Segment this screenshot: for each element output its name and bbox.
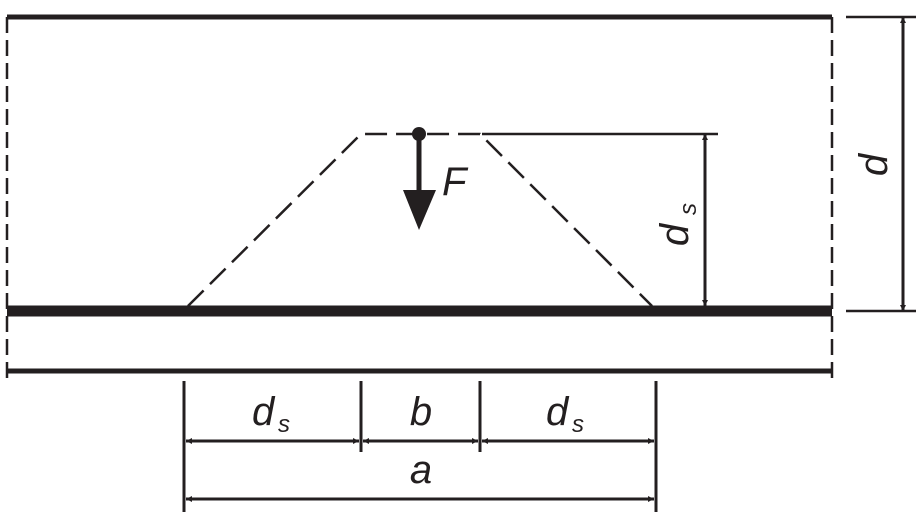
dim-a-label: a: [410, 448, 432, 492]
dim-right-ds-label-sub: s: [572, 411, 584, 438]
depth-total-label: d: [852, 152, 896, 176]
load-spread-trapezoid: [187, 132, 653, 307]
depth-s-label-main: d: [653, 222, 697, 246]
dim-left-ds-label-main: d: [252, 390, 276, 434]
force-label: F: [442, 160, 469, 204]
depth-s-label: d s: [653, 203, 702, 246]
depth-s-label-sub: s: [675, 203, 702, 215]
dim-left-ds-label-sub: s: [278, 411, 290, 438]
force-arrow-head: [403, 190, 436, 230]
dim-right-ds-label-main: d: [546, 390, 570, 434]
dim-b-label: b: [410, 390, 432, 434]
force-application-point: [412, 127, 426, 141]
